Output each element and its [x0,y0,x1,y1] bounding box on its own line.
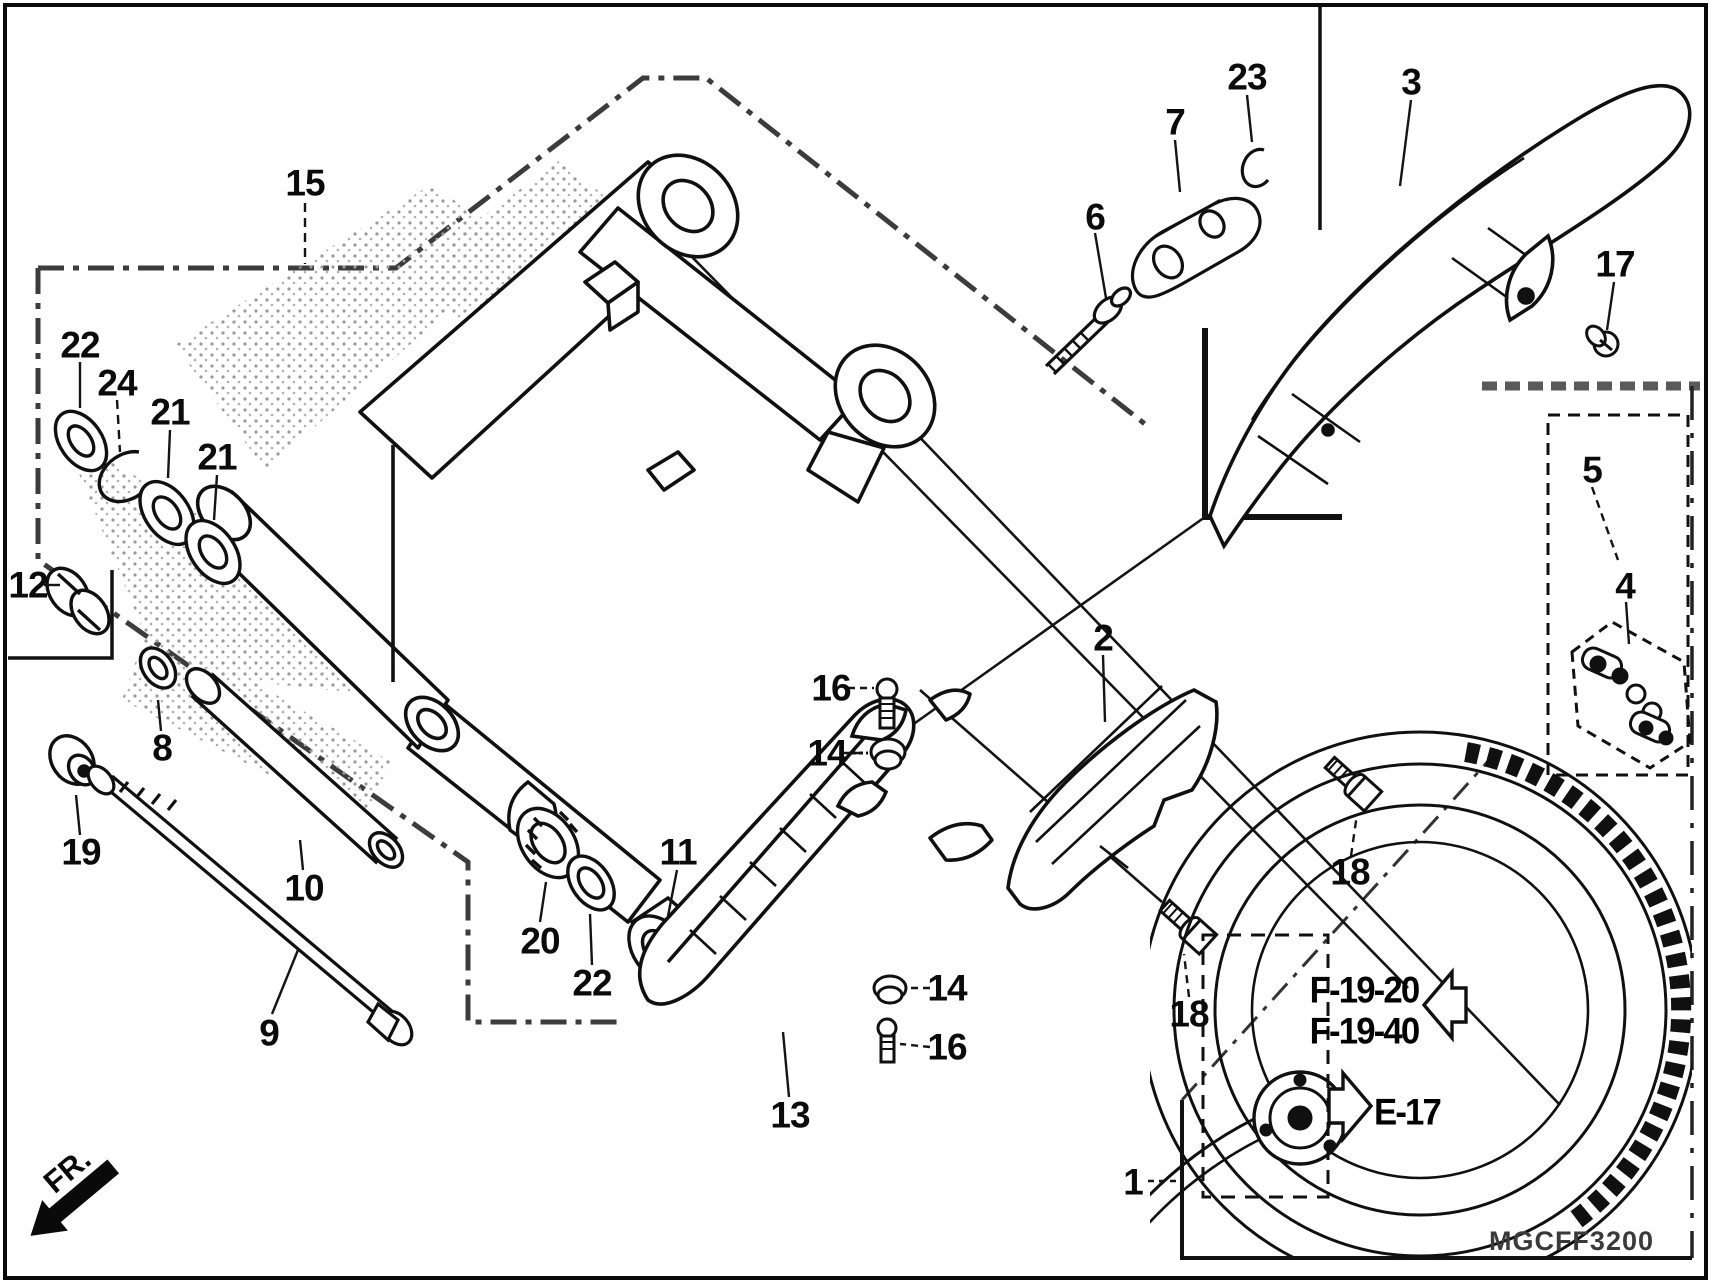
part-number-label: 18 [1330,851,1370,893]
case-screw [1585,324,1620,358]
part-number-label: 6 [1085,196,1106,238]
part-number-label: 13 [770,1094,810,1136]
e17-arrow-right [1327,1068,1374,1144]
reference-label: F-19-20 [1309,969,1421,1011]
reference-arrows [1327,967,1468,1144]
part-number-label: 14 [927,967,967,1009]
slider-fasteners-lower [872,974,908,1064]
part-number-label: 2 [1093,617,1114,659]
adjuster-parts [1044,147,1270,376]
part-number-label: 12 [8,564,48,606]
part-number-label: 14 [807,732,847,774]
pivot-collar [184,667,405,869]
part-number-label: 23 [1227,56,1267,98]
guard-bolts [1158,755,1384,957]
reference-label: E-17 [1374,1091,1442,1133]
part-number-label: 22 [60,324,100,366]
part-number-label: 16 [927,1026,967,1068]
part-number-label: 3 [1401,61,1422,103]
part-number-label: 9 [259,1012,280,1054]
master-link-box [1546,413,1692,777]
part-number-label: 20 [520,920,560,962]
f19-arrow-left [1421,967,1468,1043]
left-seals-bearings [45,409,242,787]
part-number-label: 19 [61,831,101,873]
part-number-label: 15 [285,162,325,204]
part-number-label: 17 [1595,243,1635,285]
part-number-label: 21 [150,391,190,433]
leader-lines [44,94,1631,1183]
pivot-bolt [86,764,414,1047]
part-number-label: 18 [1169,993,1209,1035]
chain-guard [1006,685,1219,911]
part-number-label: 22 [572,962,612,1004]
part-number-label: 1 [1123,1161,1144,1203]
slider-fasteners-upper [852,677,907,771]
part-number-label: 11 [659,831,697,873]
part-number-label: 7 [1165,101,1186,143]
chain-case [1208,83,1692,550]
swingarm-group-border [35,75,1152,1025]
collar-12-box [8,570,114,660]
rear-wheel-sprocket [1150,730,1692,1258]
part-number-label: 4 [1615,565,1636,607]
part-number-label: 10 [284,867,324,909]
reference-label: F-19-40 [1309,1010,1421,1052]
diagram-code: MGCFF3200 [1489,1226,1654,1256]
part-number-label: 16 [811,667,851,709]
master-link-parts [1580,646,1674,746]
part-number-label: 5 [1582,449,1603,491]
part-number-label: 8 [152,727,173,769]
part-number-label: 21 [197,436,237,478]
part-number-label: 24 [97,362,137,404]
